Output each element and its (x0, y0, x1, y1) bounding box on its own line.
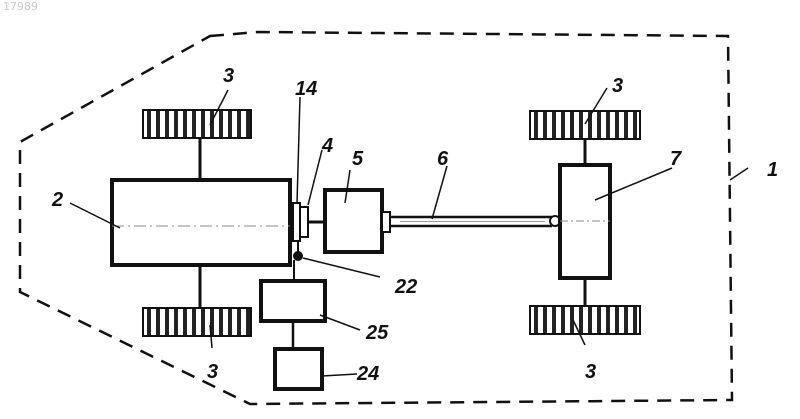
label-3-bottom-right: 3 (585, 361, 596, 383)
component-25-block (261, 281, 325, 321)
label-7: 7 (670, 148, 682, 170)
component-24-block (275, 349, 322, 389)
wheel-front-left-bottom (143, 308, 251, 336)
wheel-front-left-top (143, 110, 251, 138)
coupling-14 (293, 203, 300, 241)
label-24: 24 (356, 363, 379, 385)
flange-5 (382, 212, 390, 232)
label-3-top-right: 3 (612, 75, 623, 97)
sensor-22 (293, 251, 303, 261)
label-25: 25 (365, 322, 389, 344)
label-3-top-left: 3 (223, 65, 234, 87)
label-3-bottom-left: 3 (207, 361, 218, 383)
wheel-rear-right-top (530, 111, 640, 139)
label-4: 4 (321, 135, 333, 157)
component-5-block (325, 190, 382, 252)
wheel-rear-right-bottom (530, 306, 640, 334)
label-6: 6 (437, 148, 449, 170)
label-22: 22 (394, 276, 417, 298)
label-5: 5 (352, 148, 364, 170)
label-1: 1 (767, 159, 778, 181)
component-2-block (112, 180, 290, 265)
coupling-4 (300, 207, 308, 237)
label-14: 14 (295, 78, 317, 100)
label-2: 2 (51, 189, 63, 211)
